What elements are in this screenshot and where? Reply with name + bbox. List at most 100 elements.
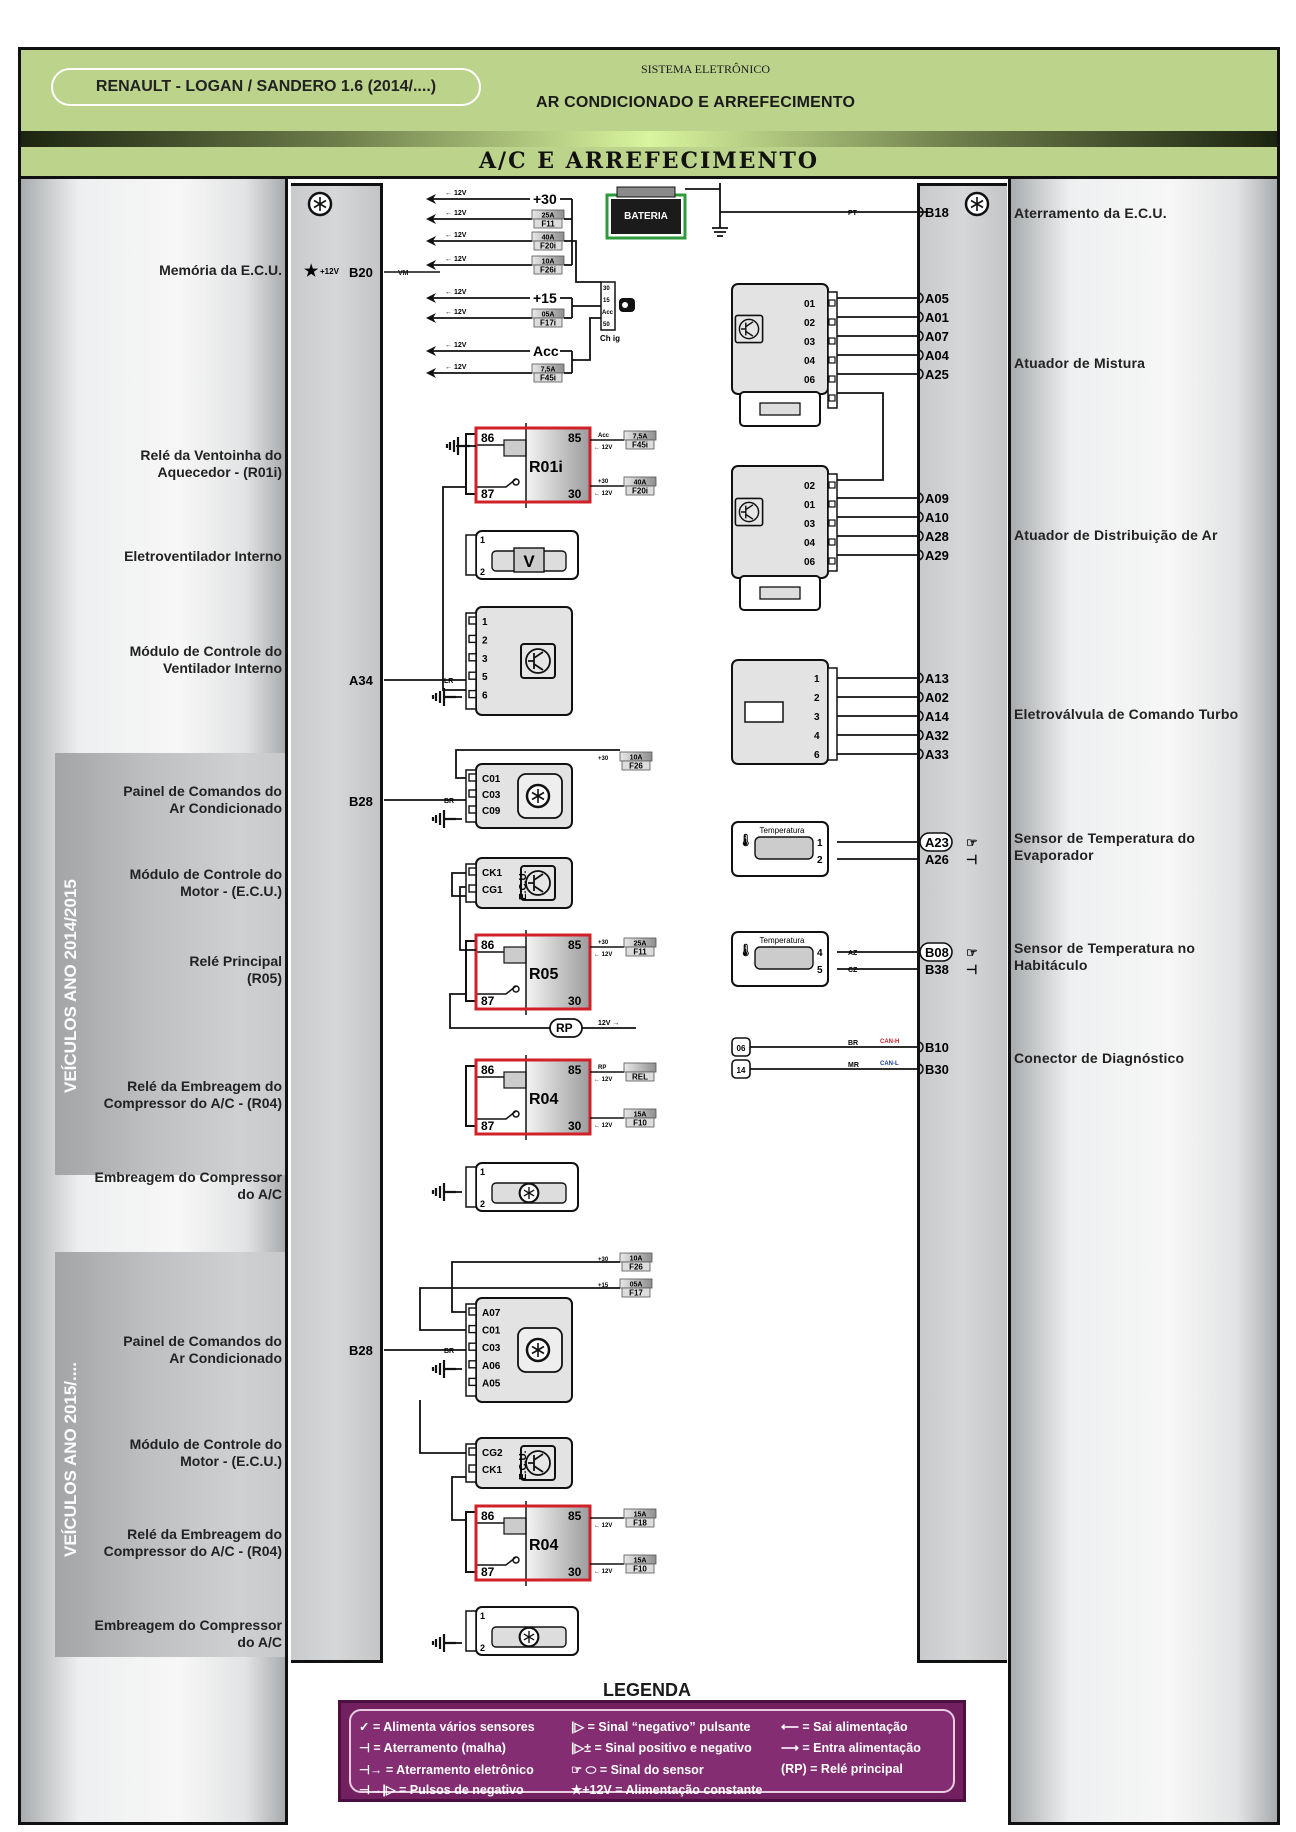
fuse-amp: 15A [634,1112,647,1119]
relay-frame [474,426,592,504]
voltage-label: ← 12V [594,1523,612,1529]
pin-label: 2 [480,567,485,577]
pin-square [468,1307,477,1316]
wire [571,317,601,373]
pin-label: C09 [482,806,501,817]
legend-item: ✓ = Alimenta vários sensores [359,1720,535,1734]
voltage-label: ← 12V [445,190,467,197]
fuse-id-box [533,240,563,251]
wire [571,298,601,318]
pin-square [468,884,477,893]
can-label: CAN-H [880,1039,899,1045]
legend-item: |▷ = Sinal “negativo” pulsante [571,1720,751,1734]
label-fan-control-module: Módulo de Controle do Ventilador Interno [129,643,282,676]
legend-item: ⟵ = Sai alimentação [781,1720,908,1734]
pin-label: 3 [814,712,820,723]
pin-b28-2015: B28 [349,1343,373,1358]
sensor-hand-icon: ☞ [966,835,978,850]
ign-pin: Acc [602,310,614,316]
relay-pin: 86 [481,1063,495,1077]
sensor-signal-badge [919,942,953,962]
pin-label: C01 [482,1326,501,1337]
pin-label: 1 [480,535,485,545]
wire [442,486,466,691]
fuse-id-box [533,218,563,229]
thermometer-icon: 🌡 [738,943,753,957]
ecu-pin-socket [917,729,924,741]
pin-label: 1 [482,617,488,628]
pin-label: 04 [804,538,816,549]
fuse-id: F10 [633,1565,647,1574]
pin-square [828,500,836,508]
ign-pin: 15 [603,298,610,304]
ground-mesh-icon [431,808,458,830]
actuator-motor [759,586,801,600]
pin-a34: A34 [349,673,374,688]
transistor-symbol [520,643,556,679]
fuse-id: F18 [633,1519,647,1528]
rp-output: 12V → [598,1020,619,1027]
ground-mesh-icon [431,1358,458,1380]
label-compressor-relay: Relé da Embreagem do Compressor do A/C -… [103,1078,282,1111]
pin-label: 1 [814,674,820,685]
voltage-label: ← 12V [594,445,612,451]
sensor-signal-badge [919,832,953,852]
wire-pt: PT [848,210,858,217]
ecu-connector-strip-left [291,183,383,1663]
ground-symbol [431,1632,458,1654]
pin-square [468,689,477,699]
legend-item: ⊣→ = Aterramento eletrônico [359,1763,534,1777]
snow-symbol [518,1182,540,1204]
fuse-id: F17 [629,1289,643,1298]
sensor-hand-icon: ☞ [966,945,978,960]
voltage-label: ← 12V [445,309,467,316]
fan-core [513,547,545,573]
ground-symbol [431,1358,458,1380]
relay-coil [503,1517,527,1535]
voltage-label: ← 12V [594,1077,612,1083]
pin-label: 01 [804,500,816,511]
wire [455,749,620,779]
ground-wire [685,183,928,237]
pin-square [468,773,477,782]
fuse-id-box [625,1563,655,1574]
rp-label: RP [556,1021,573,1035]
label-interior-fan: Eletroventilador Interno [124,548,282,564]
band-2014-2015: VEÍCULOS ANO 2014/2015 [55,753,285,1175]
fuse-source: Acc [598,433,610,439]
fuse-id-box [533,317,563,328]
ecu-pin: B08 [925,945,949,960]
wire [419,1261,620,1331]
pin-square [468,616,477,625]
pin-label: 06 [804,375,816,386]
pin-label: C03 [482,790,501,801]
relay-pin: 87 [481,1565,495,1579]
ecu-pin-socket [917,549,924,561]
label-ac-panel-2015: Painel de Comandos do Ar Condicionado [123,1333,282,1366]
relay-frame [474,1504,592,1582]
ground-mesh-icon [431,1632,458,1654]
header: RENAULT - LOGAN / SANDERO 1.6 (2014/....… [18,47,1280,131]
fuse-amp: 10A [630,755,643,762]
label-cabin-sensor: Sensor de Temperatura no Habitáculo [1014,940,1196,973]
ground-electronic-icon: ⊣ [966,962,977,977]
wire-br: BR [444,1348,454,1355]
ecu-pin: A10 [925,510,949,525]
right-label-column [1008,179,1280,1825]
ecu-pin: A29 [925,548,949,563]
fuse-id-box [533,372,563,383]
pin-square [828,519,836,527]
fuse-amp: 7,5A [633,434,648,441]
ecu-pin-b18: B18 [925,205,949,220]
modules: 12V121212356LRC01C03C0910AF26+30BRCK1CG1… [384,530,653,1656]
ecu-pin: B30 [925,1062,949,1077]
title-band: A/C E ARREFECIMENTO [18,147,1280,179]
fuse-id-box [625,439,655,450]
band-2015: VEÍCULOS ANO 2015/.... [55,1252,285,1657]
fan-connector [465,534,477,576]
